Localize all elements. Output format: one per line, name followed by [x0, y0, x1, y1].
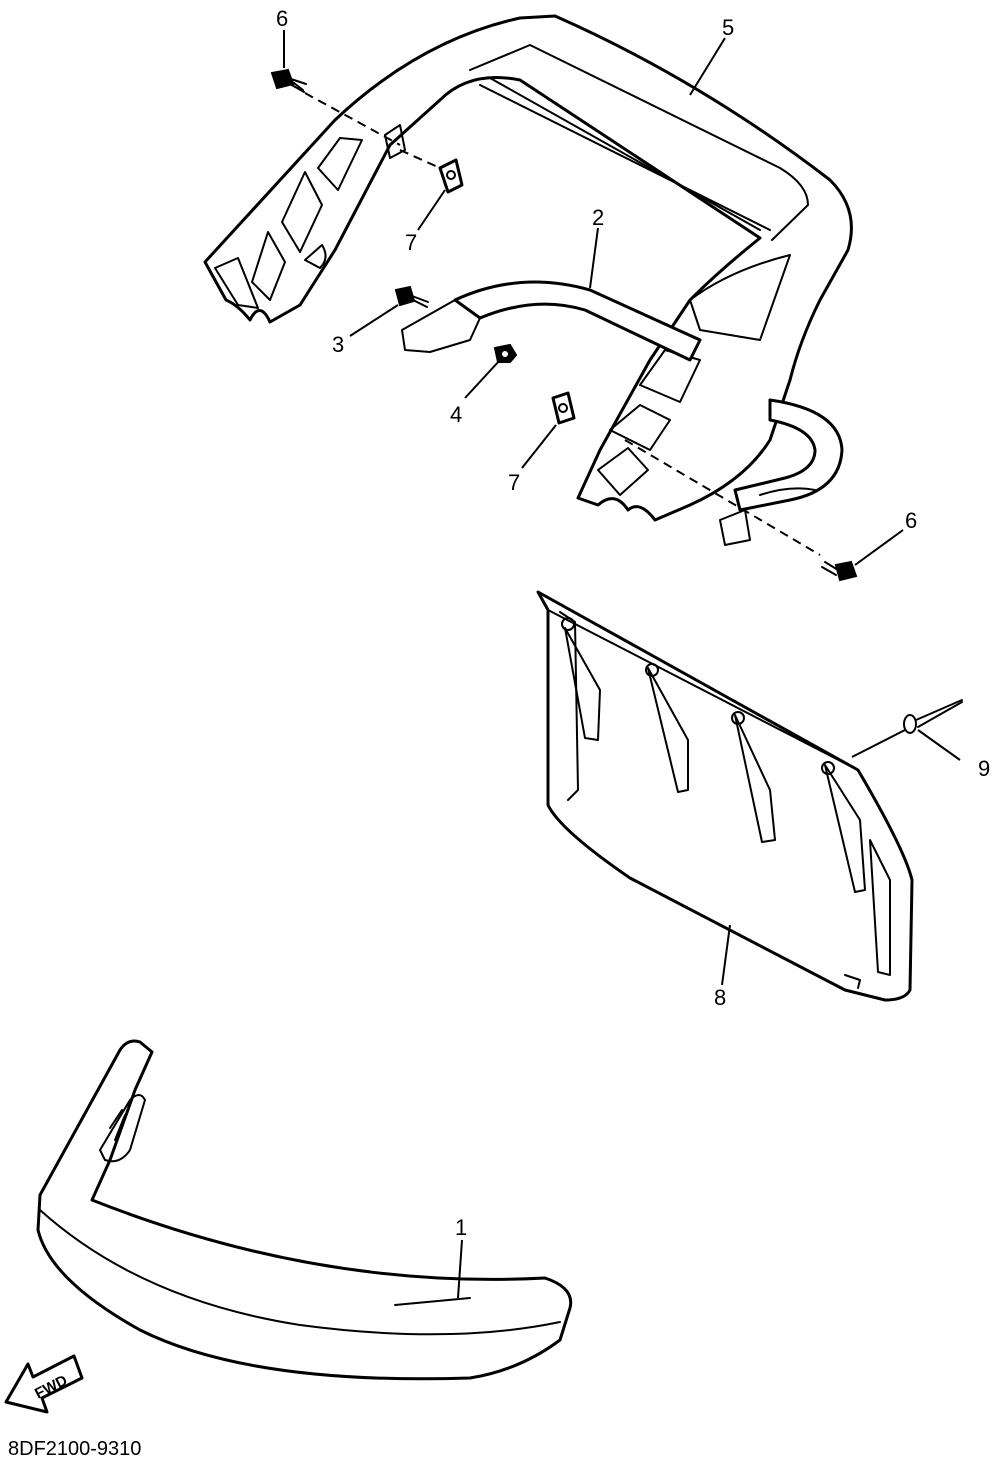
part-8-panel[interactable]: [536, 590, 914, 1002]
callout-5: 5: [722, 15, 734, 40]
fwd-arrow-icon: FWD: [4, 1354, 84, 1414]
callout-1: 1: [455, 1215, 467, 1240]
callout-3: 3: [332, 332, 344, 357]
callout-7-upper: 7: [405, 230, 417, 255]
diagram-code: 8DF2100-9310: [8, 1438, 141, 1460]
callout-6-lower: 6: [905, 508, 917, 533]
callout-2: 2: [592, 205, 604, 230]
callout-4: 4: [450, 402, 462, 427]
callout-8: 8: [714, 985, 726, 1010]
part-4-nut[interactable]: [493, 343, 518, 363]
part-5-grab-rail[interactable]: [203, 14, 853, 546]
part-3-screw[interactable]: [394, 285, 429, 308]
callout-7-lower: 7: [508, 470, 520, 495]
part-6-bolt-lower[interactable]: [624, 439, 858, 582]
leader-lines: [283, 30, 961, 1299]
callout-6-upper: 6: [276, 6, 288, 31]
part-7-clip-upper[interactable]: [399, 149, 464, 194]
callout-9: 9: [978, 756, 990, 781]
part-2-inner-rail[interactable]: [401, 280, 844, 512]
part-6-bolt-upper[interactable]: [270, 68, 401, 146]
part-1-bumper[interactable]: [36, 1039, 573, 1381]
part-9-rivet[interactable]: [851, 699, 963, 758]
part-7-clip-lower[interactable]: [551, 391, 576, 425]
